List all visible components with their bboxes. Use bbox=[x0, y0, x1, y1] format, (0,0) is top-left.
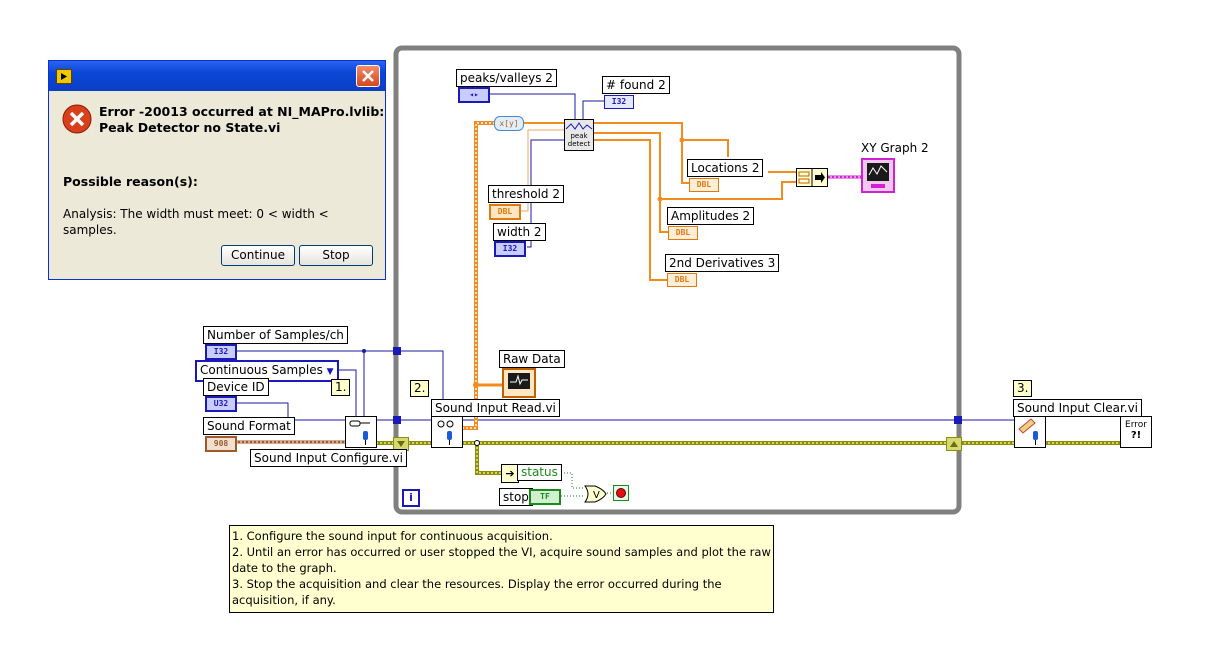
error-message-line1: Error -20013 occurred at NI_MAPro.lvlib: bbox=[99, 104, 385, 119]
label-width: width 2 bbox=[493, 223, 546, 241]
reason-line2: samples. bbox=[63, 223, 117, 237]
sound-input-clear-node[interactable] bbox=[1014, 416, 1046, 448]
wire-num-samples bbox=[236, 350, 444, 425]
close-icon bbox=[362, 70, 374, 82]
label-2nd-derivatives: 2nd Derivatives 3 bbox=[665, 254, 780, 272]
peak-detect-node[interactable]: peak detect bbox=[564, 119, 594, 151]
comment-line-3: date to the graph. bbox=[232, 561, 337, 575]
stop-sign-icon bbox=[616, 488, 626, 498]
bundle-node bbox=[796, 168, 828, 187]
loop-iteration-terminal: i bbox=[402, 489, 420, 507]
sound-format-control[interactable]: 908 bbox=[205, 436, 237, 452]
label-clear-vi: Sound Input Clear.vi bbox=[1013, 399, 1143, 417]
stop-button-control[interactable]: TF bbox=[529, 489, 561, 505]
wire-device-id bbox=[236, 402, 346, 421]
close-button[interactable] bbox=[356, 65, 380, 87]
label-configure-vi: Sound Input Configure.vi bbox=[250, 449, 407, 467]
label-found: # found 2 bbox=[602, 76, 670, 94]
wire-peaks-valleys bbox=[487, 93, 576, 120]
width-control[interactable]: I32 bbox=[494, 241, 526, 257]
labview-icon bbox=[56, 69, 72, 84]
eraser-mic-icon bbox=[1018, 418, 1038, 445]
comment-line-2: 2. Until an error has occurred or user s… bbox=[232, 545, 771, 559]
or-gate: V bbox=[583, 485, 607, 506]
waveform-wire bbox=[462, 121, 502, 430]
peak-waveform-icon bbox=[565, 122, 593, 130]
label-read-vi: Sound Input Read.vi bbox=[431, 399, 560, 417]
shift-register-right bbox=[946, 437, 962, 451]
comment-line-4: 3. Stop the acquisition and clear the re… bbox=[232, 577, 722, 591]
continuous-samples-ring[interactable]: Continuous Samples ▼ bbox=[195, 360, 339, 382]
continue-button[interactable]: Continue bbox=[221, 245, 295, 266]
error-wires bbox=[376, 440, 1120, 475]
read-mic-icon bbox=[437, 420, 454, 445]
graph-icon bbox=[867, 163, 889, 188]
continuous-samples-value: Continuous Samples bbox=[200, 363, 323, 377]
step-1-label: 1. bbox=[331, 379, 351, 396]
comment-line-5: acquisition, if any. bbox=[232, 593, 336, 607]
wire-threshold bbox=[520, 129, 564, 212]
error-node-text1: Error bbox=[1125, 420, 1147, 430]
locations-indicator: DBL bbox=[689, 178, 719, 192]
peak-detect-text2: detect bbox=[567, 140, 591, 148]
peak-detect-text1: peak bbox=[570, 132, 588, 140]
label-raw-data: Raw Data bbox=[499, 350, 565, 368]
device-id-control[interactable]: U32 bbox=[205, 396, 237, 412]
step-3-label: 3. bbox=[1013, 380, 1033, 397]
waveform-graph-icon bbox=[508, 373, 530, 389]
waveform-get-y: x[y] bbox=[494, 116, 524, 131]
configure-mic-icon bbox=[349, 420, 370, 445]
label-sound-format: Sound Format bbox=[203, 417, 295, 435]
label-peaks-valleys: peaks/valleys 2 bbox=[456, 69, 557, 87]
step-2-label: 2. bbox=[410, 380, 430, 397]
label-threshold: threshold 2 bbox=[488, 185, 564, 203]
or-gate-icon: V bbox=[584, 485, 607, 503]
error-message-line2: Peak Detector no State.vi bbox=[99, 120, 281, 135]
status-label: status bbox=[517, 464, 562, 481]
label-device-id: Device ID bbox=[203, 378, 269, 396]
raw-data-graph bbox=[502, 368, 536, 398]
wire-found bbox=[582, 100, 604, 120]
shift-register-left bbox=[393, 437, 409, 451]
reason-line1: Analysis: The width must meet: 0 < width… bbox=[63, 207, 329, 221]
stop-button[interactable]: Stop bbox=[299, 245, 373, 266]
found-indicator: I32 bbox=[604, 95, 634, 109]
error-dialog: Error -20013 occurred at NI_MAPro.lvlib:… bbox=[48, 60, 386, 280]
derivatives-indicator: DBL bbox=[667, 273, 697, 287]
label-stop: stop bbox=[499, 488, 533, 506]
sound-input-configure-node[interactable] bbox=[345, 416, 377, 448]
xy-graph-indicator bbox=[861, 158, 895, 193]
simple-error-handler-node[interactable]: Error ?! bbox=[1120, 416, 1152, 448]
dropdown-arrow-icon: ▼ bbox=[326, 367, 334, 377]
dialog-title-bar bbox=[49, 61, 385, 91]
diagram-comment: 1. Configure the sound input for continu… bbox=[229, 525, 774, 613]
label-locations: Locations 2 bbox=[687, 159, 764, 177]
possible-reasons-heading: Possible reason(s): bbox=[63, 174, 198, 189]
threshold-control[interactable]: DBL bbox=[489, 204, 521, 220]
label-num-samples: Number of Samples/ch bbox=[203, 326, 348, 344]
while-loop-frame bbox=[393, 45, 962, 515]
amplitudes-indicator: DBL bbox=[668, 226, 698, 240]
svg-text:V: V bbox=[593, 490, 600, 501]
num-samples-control[interactable]: I32 bbox=[205, 344, 237, 360]
label-xy-graph: XY Graph 2 bbox=[861, 141, 929, 155]
error-node-text2: ?! bbox=[1130, 430, 1142, 441]
peaks-valleys-control[interactable]: ◂▸ bbox=[458, 87, 490, 103]
label-amplitudes: Amplitudes 2 bbox=[667, 207, 755, 225]
comment-line-1: 1. Configure the sound input for continu… bbox=[232, 529, 553, 543]
sound-input-read-node[interactable] bbox=[431, 416, 463, 448]
error-icon bbox=[62, 104, 92, 134]
loop-stop-condition bbox=[613, 485, 629, 501]
